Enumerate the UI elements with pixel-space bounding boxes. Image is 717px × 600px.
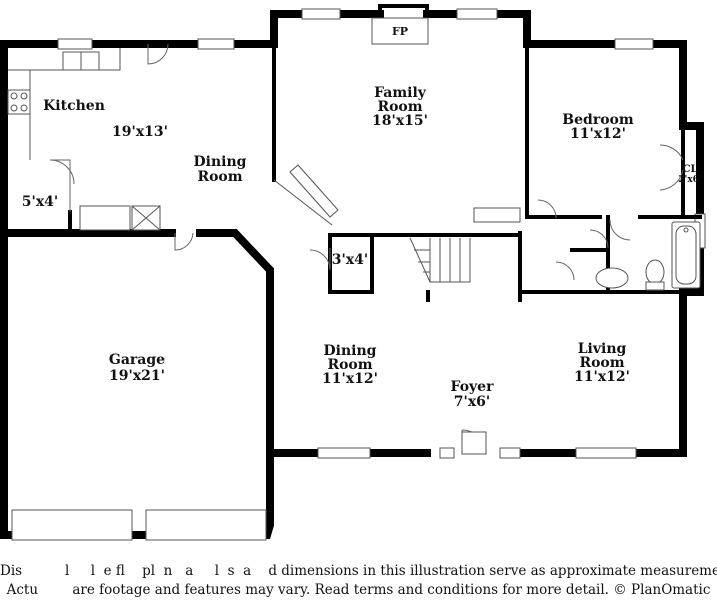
room-labels: Kitchen 19'x13' Dining Room Family Room … [22,25,702,410]
doors [49,43,684,455]
window [439,447,455,459]
family-room-name-line1: Family [374,85,427,101]
dining-room-1-name-line2: Room [197,169,242,185]
windows [11,8,706,541]
family-room-name-line2: Room [377,99,422,115]
living-room-name-line1: Living [578,341,627,357]
window [499,447,521,459]
window [197,38,235,50]
bedroom-size: 11'x12' [570,126,626,142]
dining-room-2-name-line2: Room [327,357,372,373]
disclaimer-line1: Dis l l e fl pl n a l s a d dimensions i… [0,563,717,579]
family-room-size: 18'x15' [372,113,428,129]
dining-room-2-name-line1: Dining [324,343,377,359]
window [614,38,654,50]
kitchen-fixtures [7,48,161,231]
foyer-size: 7'x6' [454,394,490,410]
floor-plan: Kitchen 19'x13' Dining Room Family Room … [0,4,706,541]
garage-name: Garage [109,352,165,368]
window [317,447,371,459]
window [57,38,93,50]
stove [7,89,31,115]
toilet [645,259,665,285]
garage-size: 19'x21' [109,368,165,384]
counter [79,205,131,231]
sink [595,267,629,289]
fireplace [371,4,429,45]
closet-label: CL [683,164,698,175]
bathroom-fixtures [595,221,701,291]
window [456,8,498,20]
foyer-name: Foyer [451,379,495,395]
pantry-size: 5'x4' [22,194,58,210]
disclaimer-line2: Actu are footage and features may vary. … [6,582,711,598]
garage-door [11,509,133,541]
closet-size: 2'x6' [678,175,701,185]
living-room-size: 11'x12' [574,369,630,385]
fireplace-label: FP [392,25,408,38]
garage-door [145,509,267,541]
living-room-name-line2: Room [579,355,624,371]
window [575,447,637,459]
hall-cabinet [273,164,339,226]
window [301,8,341,20]
disclaimer: Dis l l e fl pl n a l s a d dimensions i… [0,562,717,600]
kitchen-size: 19'x13' [112,124,168,140]
staircase [409,237,471,283]
interior-walls [2,42,702,302]
dining-room-2-size: 11'x12' [322,371,378,387]
bedroom-name: Bedroom [562,112,634,128]
kitchen-name: Kitchen [43,98,105,114]
closet-2-size: 3'x4' [332,252,368,268]
dining-room-1-name-line1: Dining [194,154,247,170]
